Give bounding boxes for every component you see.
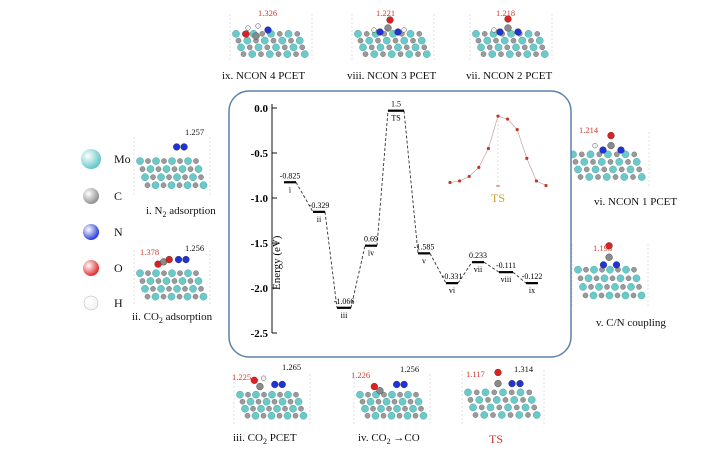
structure-iv-image [353, 374, 431, 424]
connector-TS [403, 110, 419, 254]
state-label-i: i [289, 185, 292, 194]
caption-v: v. C/N coupling [596, 317, 666, 329]
connector-ii [324, 211, 338, 308]
legend-label: N [114, 224, 123, 239]
inset-ts-label: TS [491, 191, 505, 205]
bond-label-i: 1.257 [185, 127, 205, 137]
value-label-vii: 0.233 [469, 251, 487, 260]
value-label-ix: -0.122 [522, 272, 543, 281]
inset-point [477, 165, 481, 169]
legend-item-n: N [80, 221, 123, 243]
legend-swatch-c-icon [83, 188, 99, 204]
bond-label-iii-black: 1.265 [282, 362, 302, 372]
legend-item-c: C [80, 185, 122, 207]
legend-label: Mo [114, 151, 131, 166]
caption-ii: ii. CO2 adsorption [132, 311, 213, 326]
inset-point [525, 156, 529, 160]
energy-profile-chart: 0.0 -0.5 -1.0 -1.5 -2.0 -2.5 Energy (eV) -0.8… [228, 90, 572, 358]
bond-label-ts-black: 1.314 [514, 364, 534, 374]
state-label-vi: vi [449, 286, 456, 295]
value-label-vi: -0.331 [442, 272, 463, 281]
inset-point [534, 179, 538, 183]
y-tick-label: -0.5 [251, 148, 269, 160]
bond-label-ii-red: 1.378 [140, 247, 160, 257]
state-label-vii: vii [474, 265, 483, 274]
caption-viii: viii. NCON 3 PCET [347, 70, 437, 82]
bond-label-vii: 1.218 [496, 8, 516, 18]
legend-item-h: H [80, 292, 123, 314]
structure-iii-image [233, 374, 311, 424]
inset-point [506, 117, 510, 121]
structure-i-image [133, 137, 211, 195]
legend-label: O [114, 260, 123, 275]
legend-item-mo: Mo [80, 148, 131, 170]
inset-point [448, 180, 452, 185]
value-label-ii: -0.329 [309, 201, 330, 210]
value-label-iv: 0.69 [364, 235, 378, 244]
state-label-v: v [422, 256, 426, 265]
bond-label-iv-black: 1.256 [400, 364, 420, 374]
inset-point [496, 114, 500, 118]
caption-ts: TS [489, 432, 504, 446]
inset-point [467, 174, 471, 179]
connector-viii [512, 271, 527, 284]
value-label-TS: 1.5 [391, 100, 401, 109]
connector-iv [376, 110, 389, 246]
y-tick-label: -2.5 [251, 328, 269, 340]
state-label-iii: iii [341, 311, 348, 320]
connector-v [429, 253, 447, 284]
legend-label: H [114, 295, 123, 310]
bond-label-iii-red: 1.225 [232, 372, 252, 382]
caption-vi: vi. NCON 1 PCET [594, 196, 678, 208]
inset-point [515, 128, 519, 132]
structure-vi-image [566, 131, 650, 186]
legend-item-o: O [80, 257, 123, 279]
state-label-ix: ix [529, 286, 535, 295]
structure-v-image [571, 242, 649, 306]
y-axis-label: Energy (eV) [271, 235, 283, 290]
value-label-viii: -0.111 [496, 261, 516, 270]
legend-swatch-h-icon [83, 295, 99, 311]
chart-frame [228, 90, 572, 358]
y-tick-label: 0.0 [254, 103, 268, 115]
state-label-viii: viii [501, 275, 512, 284]
value-label-v: -1.585 [414, 242, 435, 251]
y-tick-label: -1.5 [251, 238, 269, 250]
inset-point [486, 146, 490, 151]
caption-i: i. N2 adsorption [146, 205, 216, 220]
value-label-iii: -1.066 [334, 297, 355, 306]
structure-vii-image [469, 14, 553, 62]
structure-ii-image [133, 250, 211, 306]
connector-vi [457, 261, 473, 284]
caption-vii: vii. NCON 2 PCET [466, 70, 553, 82]
inset-point [458, 179, 462, 183]
connector-i [295, 182, 314, 213]
inset-point [544, 183, 548, 188]
structure-ts-image [461, 368, 545, 424]
bond-label-viii: 1.221 [376, 8, 396, 18]
bond-label-ix: 1.326 [258, 8, 278, 18]
caption-ix: ix. NCON 4 PCET [222, 70, 306, 82]
y-tick-label: -2.0 [251, 283, 269, 295]
legend-label: C [114, 188, 123, 203]
state-label-TS: TS [391, 114, 400, 123]
y-tick-label: -1.0 [251, 193, 269, 205]
bond-label-v: 1.193 [593, 243, 613, 253]
connector-iii [350, 245, 366, 308]
bond-label-vi: 1.214 [579, 125, 599, 135]
bond-label-ii-black: 1.256 [185, 243, 205, 253]
legend-swatch-o-icon [83, 260, 99, 276]
legend-swatch-n-icon [83, 224, 99, 240]
legend-swatch-mo-icon [81, 149, 101, 169]
state-label-iv: iv [368, 249, 374, 258]
structure-viii-image [351, 14, 435, 62]
caption-iv: iv. CO2 →CO [358, 432, 420, 447]
connector-vii [483, 261, 500, 273]
caption-iii: iii. CO2 PCET [233, 432, 297, 447]
bond-label-ts-red: 1.117 [466, 369, 485, 379]
bond-label-iv-red: 1.226 [351, 370, 371, 380]
state-label-ii: ii [317, 215, 322, 224]
structure-ix-image [229, 14, 313, 62]
value-label-i: -0.825 [280, 171, 301, 180]
